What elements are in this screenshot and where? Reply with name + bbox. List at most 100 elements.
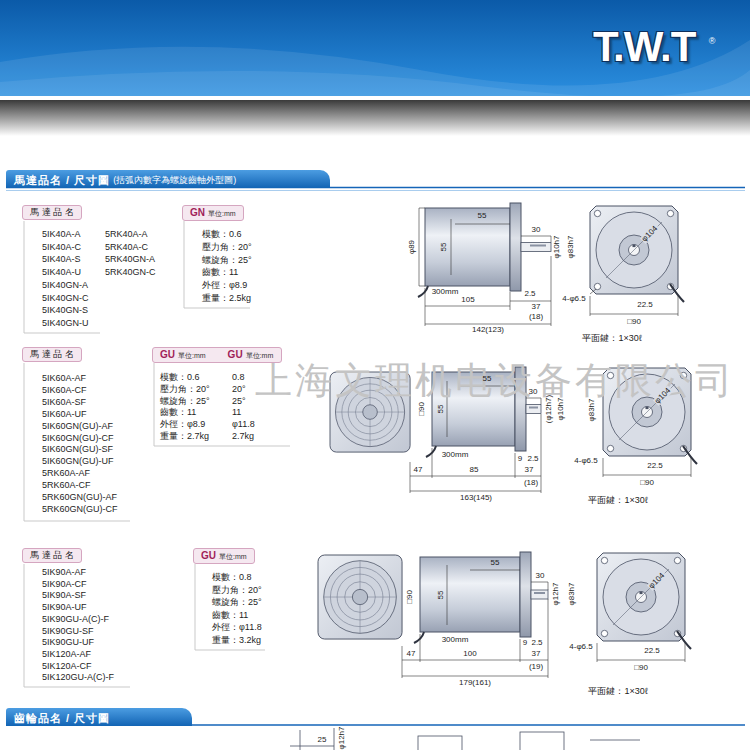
- dimension: 2.5: [524, 290, 535, 298]
- unit-tag: GN單位:mm: [182, 205, 244, 221]
- model-name: 5IK90A-CF: [42, 579, 87, 588]
- dimension: φ89: [408, 240, 416, 254]
- dimension: 85: [470, 466, 479, 474]
- brand-logo: T.W.T: [593, 26, 695, 68]
- motor-side-view: [534, 592, 545, 594]
- dimension: 300mm: [442, 451, 469, 459]
- dimension: 37: [532, 650, 541, 658]
- key-note: 平面鍵：1×30ℓ: [588, 687, 647, 696]
- model-name: 5IK40A-C: [42, 242, 81, 251]
- spec-value: 25°: [232, 396, 246, 405]
- model-name: 5IK90GU-UF: [42, 638, 94, 647]
- dimension: 2.5: [527, 455, 538, 463]
- spec-line: 模數：0.6: [202, 230, 242, 239]
- dimension: 55: [483, 375, 492, 383]
- section-note: (括弧內數字為螺旋齒軸外型圖): [113, 174, 236, 187]
- motor-side-view: [510, 203, 521, 291]
- dimension: φ104: [647, 571, 667, 591]
- dimension: 25: [318, 736, 327, 744]
- list-bracket: [24, 564, 130, 687]
- key-note: 平面鍵：1×30ℓ: [588, 496, 647, 505]
- motor-side-view: [425, 208, 510, 286]
- name-tag: 馬 達 品 名: [22, 205, 82, 220]
- model-name: 5IK60GN(GU)-SF: [42, 445, 113, 454]
- list-bracket: [195, 564, 265, 650]
- unit-tag: GU單位:mmGU單位:mm: [152, 347, 282, 363]
- dimension: 4-φ6.5: [569, 643, 592, 651]
- unit-note: 單位:mm: [246, 352, 274, 359]
- tag-text: 馬 達 品 名: [30, 551, 74, 560]
- list-bracket: [24, 221, 100, 333]
- dimension: φ83h7: [567, 236, 575, 259]
- model-name: 5IK40GN-C: [42, 293, 89, 302]
- model-name: 5IK60A-UF: [42, 409, 87, 418]
- motor-side-view: [526, 405, 541, 414]
- spec-line: 螺旋角：25°: [160, 396, 210, 405]
- trademark-mark: ®: [709, 37, 716, 46]
- spec-line: 壓力角：20°: [160, 384, 210, 393]
- top-banner: [0, 0, 750, 96]
- dimension: 105: [461, 296, 474, 304]
- gear-drawing-partial: [590, 740, 640, 741]
- motor-side-view: [418, 286, 428, 297]
- dimension: 4-φ6.5: [574, 457, 597, 465]
- dimension: □90: [406, 590, 414, 604]
- spec-line: 重量：2.5kg: [202, 294, 251, 303]
- dimension: □90: [634, 664, 648, 672]
- dimension: 2.5: [531, 639, 542, 647]
- model-name: 5RK60GN(GU)-CF: [42, 504, 118, 513]
- list-bracket: [24, 221, 290, 687]
- section-title: 馬達品名 / 尺寸圖: [14, 173, 110, 188]
- unit-note: 單位:mm: [219, 553, 247, 560]
- spec-line: 重量：2.7kg: [160, 432, 209, 441]
- model-name: 5IK40A-S: [42, 255, 81, 264]
- dimension: φ12h7: [338, 727, 346, 750]
- list-bracket: [24, 363, 130, 521]
- spec-line: 螺旋角：25°: [212, 598, 262, 607]
- dimension: 100: [463, 650, 476, 658]
- top-banner: [0, 100, 750, 136]
- motor-side-view: [426, 446, 436, 457]
- dimension-line: [419, 208, 678, 326]
- name-tag: 馬 達 品 名: [22, 548, 82, 563]
- unit-tag: GU單位:mm: [193, 548, 255, 564]
- dimension: 179(161): [459, 679, 491, 687]
- motor-side-view: [529, 407, 538, 409]
- dimension: 9: [518, 455, 522, 463]
- dimension: 4-φ6.5: [562, 295, 585, 303]
- motor-side-view: [418, 203, 551, 297]
- section-header: 馬達品名 / 尺寸圖(括弧內數字為螺旋齒軸外型圖): [6, 170, 330, 188]
- model-name: 5IK120GU-A(C)-F: [42, 673, 114, 682]
- tag-text: 馬 達 品 名: [30, 208, 74, 217]
- spec-value: 2.7kg: [232, 432, 254, 441]
- model-name: 5IK60GN(GU)-AF: [42, 421, 113, 430]
- section-header: 齒輪品名 / 尺寸圖: [6, 708, 192, 726]
- dimension: 55: [440, 243, 448, 252]
- dimension: 300mm: [432, 288, 459, 296]
- dimension: φ10h7: [553, 236, 561, 259]
- motor-side-view: [530, 245, 546, 247]
- name-tag: 馬 達 品 名: [22, 347, 82, 362]
- model-name: 5RK40A-C: [105, 242, 148, 251]
- spec-value: 20°: [232, 384, 246, 393]
- dimension: 22.5: [647, 462, 663, 470]
- model-name: 5RK60A-AF: [42, 469, 90, 478]
- gear-drawing-partial: [290, 728, 334, 750]
- motor-side-view: [531, 590, 548, 599]
- top-banner: [0, 70, 750, 97]
- dimension: 37: [525, 466, 534, 474]
- dimension: 300mm: [442, 636, 469, 644]
- gear-type: GU: [160, 350, 175, 360]
- dimension: 55: [437, 591, 445, 600]
- gear-drawing-partial: [418, 736, 462, 750]
- spec-line: 螺旋角：25°: [202, 255, 252, 264]
- model-name: 5RK60A-CF: [42, 481, 91, 490]
- gear-type: GN: [190, 208, 205, 218]
- spec-value: 0.8: [232, 373, 245, 382]
- model-name: 5IK40GN-A: [42, 280, 88, 289]
- dimension: □90: [418, 402, 426, 416]
- unit-note: 單位:mm: [178, 352, 206, 359]
- dimension: 55: [491, 559, 500, 567]
- dimension: φ10h7: [557, 398, 565, 421]
- dimension: φ83h7: [588, 399, 596, 422]
